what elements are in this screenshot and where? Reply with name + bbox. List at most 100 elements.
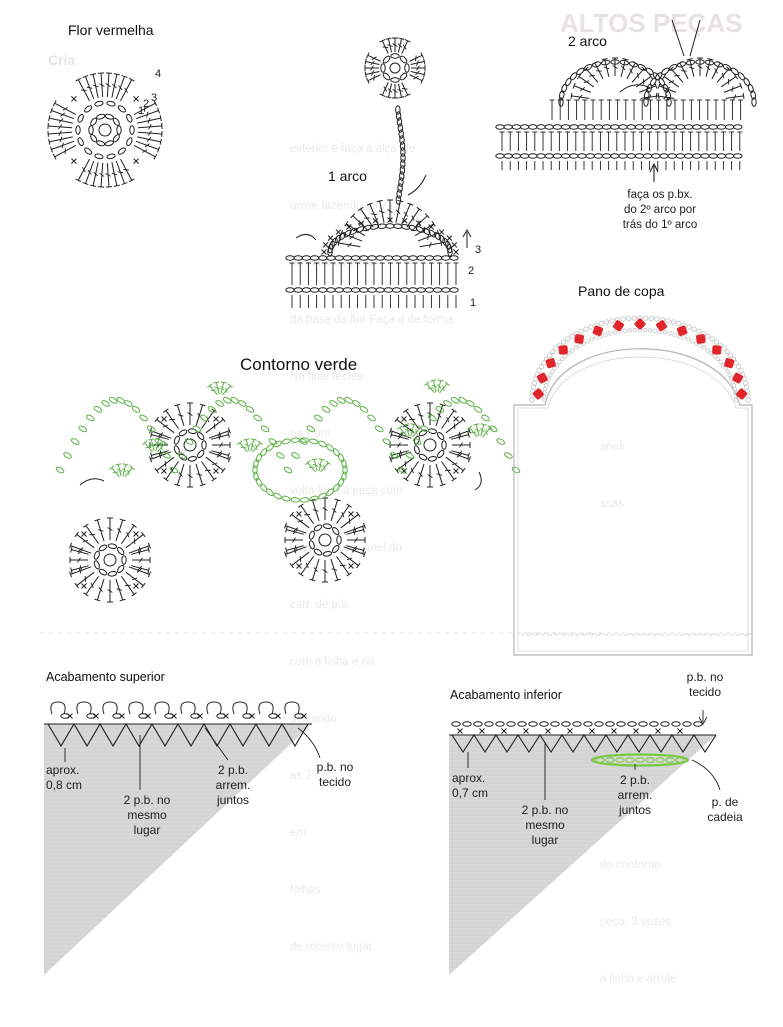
- arco2-diagram: [496, 20, 756, 182]
- pano-de-copa-title: Pano de copa: [578, 283, 664, 299]
- lace-dot: [722, 346, 726, 350]
- double-crochet-top: [403, 424, 409, 425]
- double-crochet-top: [424, 72, 425, 78]
- chain-stitch-mark: [592, 61, 601, 68]
- green-chain-mark: [504, 451, 513, 459]
- single-crochet-mark: [590, 729, 595, 734]
- picot-mark: [129, 702, 143, 714]
- single-crochet-mark: [328, 236, 333, 241]
- double-crochet-tick: [295, 548, 296, 554]
- fabric-swatch: [44, 724, 312, 975]
- lace-dot: [702, 346, 706, 350]
- green-chain-mark: [374, 425, 383, 433]
- single-crochet-mark: [71, 159, 76, 164]
- crochet-diagram-canvas: [0, 0, 783, 992]
- double-crochet-top: [298, 573, 303, 576]
- double-crochet-tick: [374, 75, 375, 81]
- green-chain-mark: [245, 405, 254, 413]
- green-chain-mark: [309, 438, 318, 445]
- double-crochet-top: [417, 207, 422, 210]
- double-crochet-top: [83, 593, 88, 596]
- label-line: 2 p.b. no: [505, 803, 585, 818]
- chain-stitch-mark: [382, 55, 391, 64]
- chain-stitch-mark: [381, 64, 385, 72]
- chain-stitch-mark: [606, 722, 614, 726]
- green-chain-mark: [86, 414, 95, 422]
- chain-stitch-mark: [323, 551, 332, 557]
- label-line: arrem.: [600, 788, 670, 803]
- green-chain-mark: [63, 451, 72, 459]
- double-crochet-top: [163, 478, 168, 481]
- double-crochet-top: [156, 439, 162, 440]
- chain-stitch-mark: [399, 55, 408, 64]
- note-line: faça os p.bx.: [600, 188, 720, 203]
- chain-stitch-mark: [611, 125, 619, 129]
- towel-outline: [514, 349, 752, 655]
- double-crochet-top: [163, 409, 168, 412]
- single-crochet-mark: [214, 417, 219, 422]
- lace-dot: [613, 331, 617, 335]
- chain-stitch-mark: [529, 154, 537, 158]
- chain-stitch-mark: [507, 722, 515, 726]
- lace-scallop: [655, 633, 661, 636]
- lace-dot: [744, 385, 748, 389]
- single-crochet-mark: [214, 469, 219, 474]
- chain-stitch-mark: [617, 722, 625, 726]
- lace-dot: [586, 339, 590, 343]
- chain-tail-mark: [672, 20, 700, 56]
- lace-scallop: [613, 633, 619, 636]
- double-crochet-tick: [401, 432, 407, 433]
- chain-stitch-mark: [308, 531, 315, 540]
- chain-stitch-mark: [573, 722, 581, 726]
- lace-dot: [666, 319, 670, 323]
- lace-dot: [570, 349, 574, 353]
- lace-dot: [719, 360, 723, 364]
- double-crochet-tick: [402, 88, 408, 89]
- chain-stitch-mark: [639, 722, 647, 726]
- chain-stitch-mark: [319, 288, 327, 292]
- chain-stitch-mark: [551, 722, 559, 726]
- chain-stitch-mark: [518, 722, 526, 726]
- double-crochet-top: [251, 439, 257, 440]
- chain-stitch-mark: [611, 154, 619, 158]
- chain-stitch-mark: [537, 154, 545, 158]
- single-crochet-mark: [322, 250, 327, 255]
- double-crochet-tick: [459, 432, 460, 438]
- single-crochet-mark: [82, 584, 87, 589]
- double-crochet-top: [155, 468, 159, 473]
- chain-stitch-mark: [178, 429, 187, 437]
- lace-dot: [604, 333, 608, 337]
- label-line: 0,7 cm: [452, 786, 488, 801]
- label-line: mesmo: [505, 818, 585, 833]
- lace-scallop: [697, 633, 703, 636]
- lace-dot: [574, 346, 578, 350]
- single-crochet-mark: [82, 532, 87, 537]
- chain-stitch-mark: [586, 154, 594, 158]
- green-chain-mark: [192, 425, 201, 433]
- green-chain-mark: [131, 405, 140, 413]
- chain-stitch-mark: [98, 568, 107, 576]
- label-line: lugar: [107, 823, 187, 838]
- chain-stitch-mark: [106, 101, 115, 107]
- chain-stitch-mark: [650, 722, 658, 726]
- lace-scallop: [718, 633, 724, 636]
- lace-dot: [550, 350, 554, 354]
- lace-dot: [697, 329, 701, 333]
- lace-dot: [561, 340, 565, 344]
- round-number: 4: [155, 67, 161, 82]
- lace-dot: [663, 331, 667, 335]
- single-crochet-mark: [162, 417, 167, 422]
- chain-stitch-mark: [463, 722, 471, 726]
- double-crochet-tick: [219, 432, 220, 438]
- single-crochet-mark: [134, 96, 139, 101]
- lace-dot: [595, 336, 599, 340]
- lace-scallop: [725, 633, 731, 636]
- chain-stitch-mark: [327, 288, 335, 292]
- green-chain-mark: [450, 396, 459, 404]
- arco1-title: 1 arco: [328, 168, 367, 184]
- lace-dot: [610, 319, 614, 323]
- label-aprox-superior: aprox. 0,8 cm: [46, 763, 82, 793]
- chain-stitch-mark: [294, 288, 302, 292]
- lace-dot: [566, 337, 570, 341]
- green-chain-mark: [116, 396, 125, 404]
